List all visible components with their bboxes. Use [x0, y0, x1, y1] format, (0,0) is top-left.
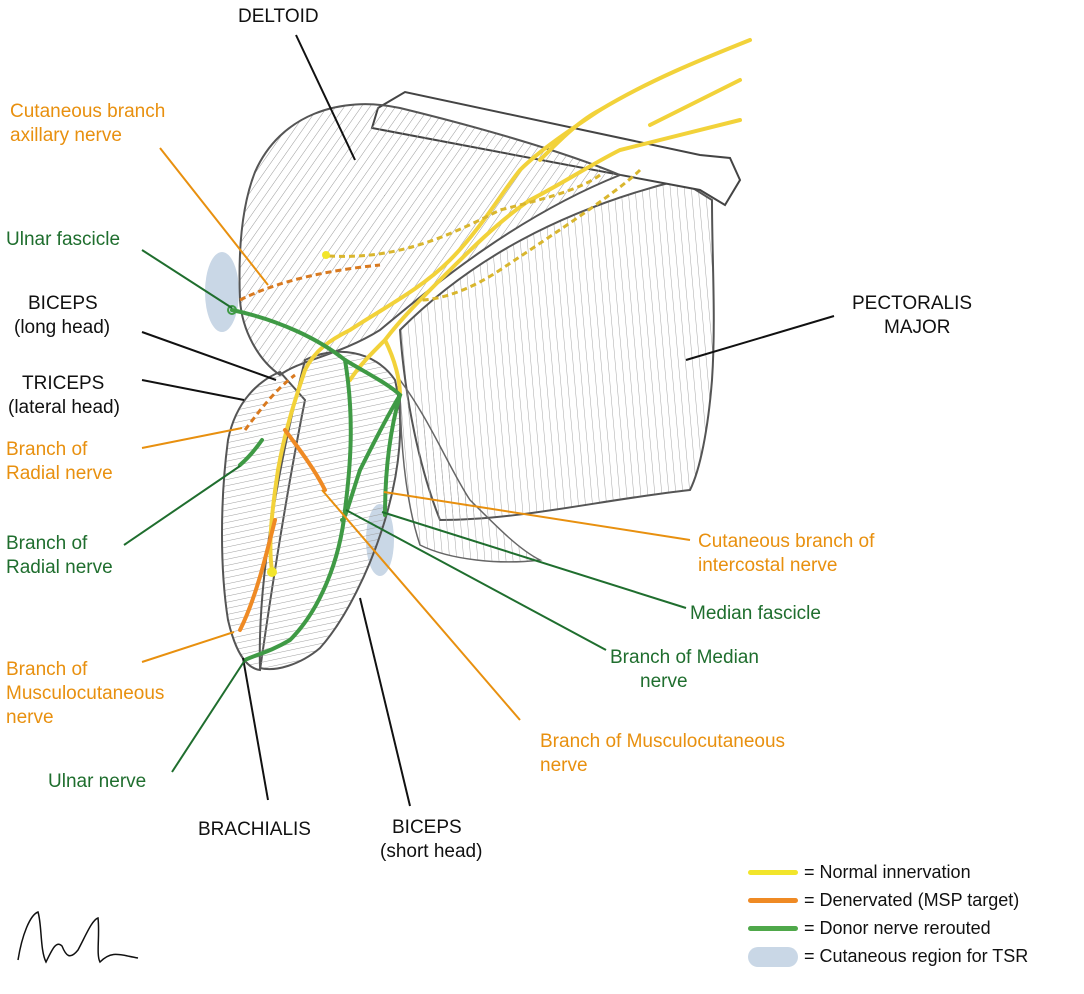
label-median-fascicle: Median fascicle	[690, 602, 821, 626]
orange-leader-lines	[141, 147, 691, 721]
legend-swatch-normal	[748, 870, 798, 875]
label-line: Musculocutaneous	[6, 683, 165, 704]
label-line: Branch of	[6, 533, 88, 554]
black-leader-lines	[141, 34, 835, 807]
green-leader-lines	[123, 249, 687, 773]
label-branch-radial-orange: Branch of Radial nerve	[6, 438, 113, 486]
label-line: Branch of Musculocutaneous	[540, 731, 786, 752]
denervated-nerves	[238, 428, 327, 632]
label-branch-musculocutaneous-left: Branch of Musculocutaneous nerve	[6, 658, 164, 730]
denervated-dashed-branches	[239, 263, 381, 431]
label-line: nerve	[640, 671, 688, 692]
label-cutaneous-axillary: Cutaneous branch axillary nerve	[10, 100, 165, 148]
label-line: PECTORALIS	[852, 293, 973, 314]
normal-innervation-nerves	[268, 38, 752, 572]
label-branch-median: Branch of Median nerve	[610, 646, 759, 694]
label-brachialis: BRACHIALIS	[198, 818, 311, 842]
label-ulnar-nerve: Ulnar nerve	[48, 770, 146, 794]
label-biceps-short-head: BICEPS (short head)	[380, 816, 482, 864]
label-line: nerve	[6, 707, 54, 728]
label-triceps-lateral-head: TRICEPS (lateral head)	[8, 372, 120, 420]
label-line: axillary nerve	[10, 125, 122, 146]
donor-rerouted-nerves	[230, 308, 403, 662]
legend-swatch-cutaneous	[748, 947, 798, 967]
label-line: Ulnar fascicle	[6, 229, 121, 250]
label-line: TRICEPS	[22, 373, 105, 394]
legend-text-donor: = Donor nerve rerouted	[804, 918, 991, 938]
label-line: intercostal nerve	[698, 555, 838, 576]
deltoid-muscle	[238, 103, 623, 377]
label-line: Branch of	[6, 439, 88, 460]
label-line: MAJOR	[884, 317, 951, 338]
label-line: Cutaneous branch of	[698, 531, 875, 552]
label-branch-musculocutaneous-right: Branch of Musculocutaneous nerve	[540, 730, 785, 778]
label-ulnar-fascicle: Ulnar fascicle	[6, 228, 120, 252]
label-line: (long head)	[14, 317, 111, 338]
artist-signature	[17, 911, 139, 964]
donor-nerve-end-shoulder	[227, 305, 237, 315]
cutaneous-region-shoulder	[205, 252, 239, 332]
label-line: Radial nerve	[6, 557, 113, 578]
label-line: (lateral head)	[8, 397, 120, 418]
normal-nerve-end-upper	[322, 251, 330, 259]
label-line: BICEPS	[392, 817, 462, 838]
label-line: BRACHIALIS	[198, 819, 311, 840]
label-line: Radial nerve	[6, 463, 113, 484]
label-branch-radial-green: Branch of Radial nerve	[6, 532, 113, 580]
label-biceps-long-head: BICEPS (long head)	[14, 292, 110, 340]
label-line: Ulnar nerve	[48, 771, 147, 792]
label-line: Cutaneous branch	[10, 101, 166, 122]
label-line: Median fascicle	[690, 603, 821, 624]
legend-swatch-denervated	[748, 898, 798, 903]
legend-text-cutaneous: = Cutaneous region for TSR	[804, 946, 1029, 966]
label-line: (short head)	[380, 841, 483, 862]
label-line: BICEPS	[28, 293, 98, 314]
legend-text-normal: = Normal innervation	[804, 862, 971, 882]
label-line: Branch of	[6, 659, 88, 680]
legend-text-denervated: = Denervated (MSP target)	[804, 890, 1020, 910]
label-deltoid-text: DELTOID	[238, 6, 319, 27]
label-cutaneous-intercostal: Cutaneous branch of intercostal nerve	[698, 530, 874, 578]
label-line: nerve	[540, 755, 588, 776]
legend-swatch-donor	[748, 926, 798, 931]
normal-nerve-end-lower	[267, 567, 277, 577]
normal-innervation-deep-branches	[327, 168, 642, 302]
label-line: Branch of Median	[610, 647, 759, 668]
label-pectoralis-major: PECTORALIS MAJOR	[852, 292, 972, 340]
label-deltoid: DELTOID	[238, 5, 319, 29]
biceps-muscle	[258, 350, 402, 671]
